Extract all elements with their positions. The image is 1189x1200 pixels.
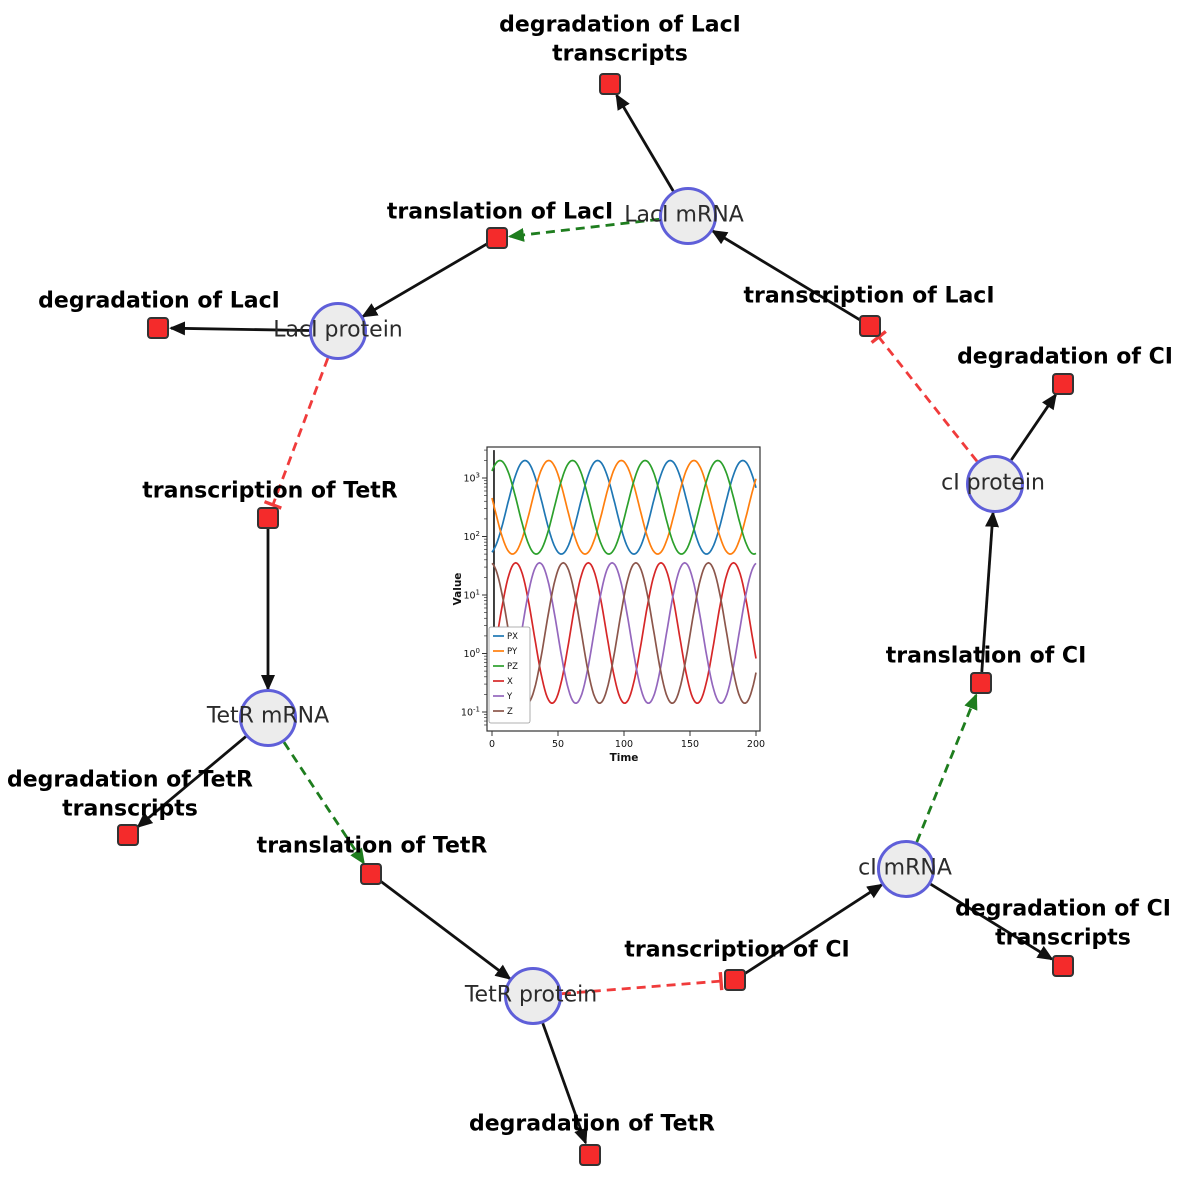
tee-laci-protein-inhibition [263,500,282,510]
series-line-z [491,561,757,704]
edge-laci-mrna-modifies-translation-laci [507,217,660,242]
edge-laci-mrna-to-degradation-transcripts [615,93,675,192]
transcription-laci-label: transcription of LacI [743,283,995,309]
y-tick-label: 101 [463,589,480,602]
degradation-laci-label: degradation of LacI [38,288,280,314]
edge-transcription-ci-to-ci-mrna [743,883,884,976]
series-line-pz [491,459,757,555]
series-line-y [491,561,757,704]
series-line-px [491,459,757,555]
reaction-node-translation-tetr [360,863,382,885]
legend-label-px: PX [507,632,518,642]
species-node-tetr-mrna [239,689,297,747]
edge-laci-protein-to-degradation [169,321,310,336]
translation-ci-label: translation of CI [885,643,1087,669]
legend-label-y: Y [506,692,513,702]
y-tick-label: 10-1 [461,706,480,719]
reaction-node-degradation-ci [1052,373,1074,395]
translation-tetr-label: translation of TetR [256,833,488,859]
laci-mrna-label: LacI mRNA [624,202,744,228]
series-line-x [491,561,757,704]
species-node-ci-mrna [877,840,935,898]
edge-ci-protein-inhibits-transcription-laci [877,336,979,463]
ci-mrna-label: cI mRNA [858,855,952,881]
legend-label-pz: PZ [507,662,518,672]
reaction-node-degradation-laci-transcripts [599,73,621,95]
tetr-protein-label: TetR protein [464,982,598,1008]
degradation-tetr-transcripts-label: degradation of TetR transcripts [6,767,253,821]
edge-transcription-laci-to-laci-mrna [711,229,862,322]
y-tick-label: 100 [463,647,480,660]
ci-protein-label: cI protein [941,470,1045,496]
reaction-node-degradation-tetr-transcripts [117,824,139,846]
edge-ci-protein-to-degradation [1010,393,1057,461]
x-tick-label: 50 [552,739,564,750]
edge-ci-mrna-modifies-translation-ci [915,693,978,843]
laci-protein-label: LacI protein [273,317,403,343]
x-tick-label: 100 [615,739,633,750]
tetr-mrna-label: TetR mRNA [206,703,330,729]
degradation-ci-transcripts-label: degradation of CI transcripts [955,896,1171,950]
edge-laci-protein-inhibits-transcription-tetr [271,357,330,506]
reaction-node-translation-laci [486,227,508,249]
species-node-ci-protein [966,455,1024,513]
edge-tetr-protein-inhibits-transcription-ci [561,979,722,996]
edge-tetr-mrna-to-degradation-transcripts [136,735,247,828]
species-node-laci-mrna [659,187,717,245]
reaction-node-transcription-ci [724,969,746,991]
x-tick-label: 200 [747,739,765,750]
y-axis-label: Value [452,573,464,606]
x-tick-label: 150 [681,739,699,750]
reaction-node-transcription-laci [859,315,881,337]
x-axis-label: Time [610,752,639,764]
legend-label-z: Z [507,707,513,717]
x-tick-label: 0 [489,739,495,750]
edge-translation-tetr-to-tetr-protein [378,879,512,980]
legend-label-py: PY [507,647,518,657]
transcription-tetr-label: transcription of TetR [142,478,398,504]
reaction-node-degradation-ci-transcripts [1052,955,1074,977]
reaction-node-translation-ci [970,672,992,694]
y-tick-label: 102 [463,530,480,543]
edge-translation-ci-to-ci-protein [980,510,999,673]
edge-tetr-protein-to-degradation [541,1022,588,1145]
degradation-ci-label: degradation of CI [957,344,1173,370]
translation-laci-label: translation of LacI [386,199,614,225]
y-tick-label: 103 [463,472,480,485]
degradation-tetr-label: degradation of TetR [468,1111,716,1137]
series-line-py [491,459,757,555]
edge-ci-mrna-to-degradation-transcripts [929,883,1054,961]
reaction-node-degradation-tetr [579,1144,601,1166]
legend-label-x: X [507,677,513,687]
degradation-laci-transcripts-label: degradation of LacI transcripts [499,12,741,66]
edge-tetr-mrna-modifies-translation-tetr [282,741,365,865]
tee-ci-protein-inhibition [870,330,887,344]
species-node-tetr-protein [504,967,562,1025]
reaction-node-transcription-tetr [257,507,279,529]
species-node-laci-protein [309,302,367,360]
transcription-ci-label: transcription of CI [624,937,850,963]
chart-legend: PX PY PZ XYZ [488,626,531,724]
edge-translation-laci-to-laci-protein [361,242,489,318]
reaction-node-degradation-laci [147,317,169,339]
tee-tetr-protein-inhibition [718,971,724,991]
